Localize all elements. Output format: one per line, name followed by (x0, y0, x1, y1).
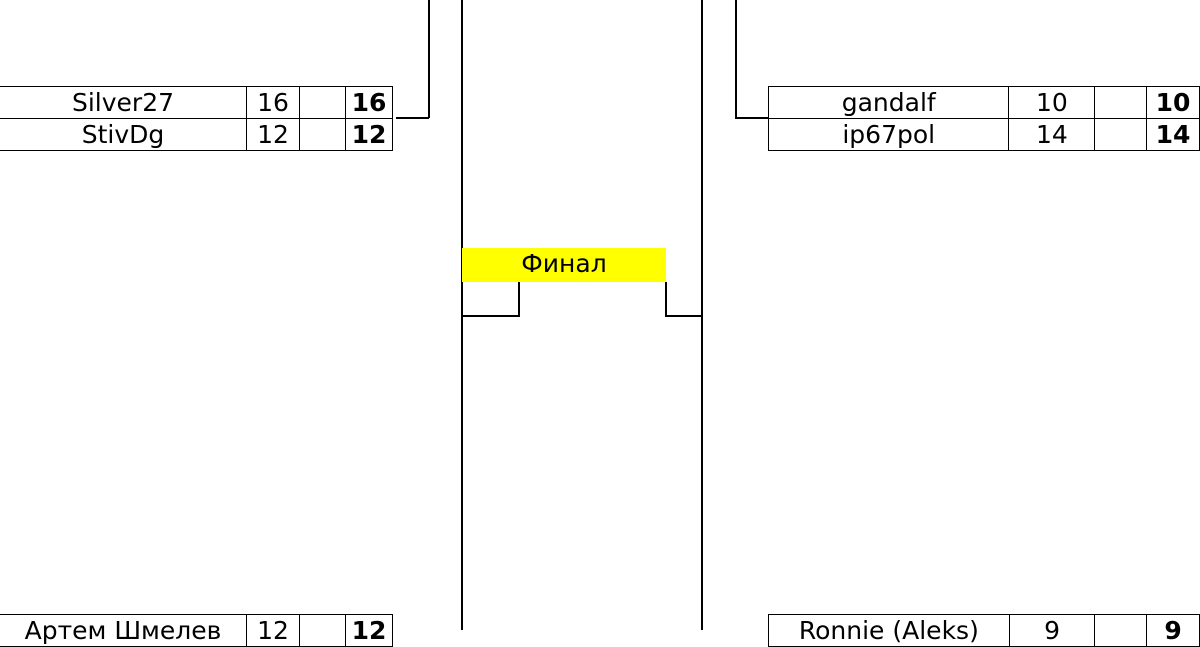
player-row: gandalf 10 10 (767, 86, 1200, 119)
bracket-line (735, 117, 769, 119)
player-extra (299, 614, 346, 647)
player-score: 12 (246, 118, 300, 151)
player-name: StivDg (0, 118, 247, 151)
player-extra (299, 86, 346, 119)
player-score: 16 (246, 86, 300, 119)
match-left-top: Silver27 16 16 StivDg 12 12 (0, 86, 393, 151)
bracket-line (665, 282, 667, 316)
player-total: 12 (345, 614, 393, 647)
player-name: Артем Шмелев (0, 614, 247, 647)
player-total: 9 (1146, 614, 1200, 647)
bracket-line (428, 0, 430, 118)
player-row: ip67pol 14 14 (767, 118, 1200, 151)
bracket-line (461, 315, 520, 317)
player-extra (299, 118, 346, 151)
bracket-line (735, 0, 737, 118)
player-extra (1094, 118, 1148, 151)
final-label: Финал (462, 248, 666, 282)
player-total: 12 (345, 118, 393, 151)
player-score: 9 (1009, 614, 1096, 647)
player-name: ip67pol (767, 118, 1010, 151)
player-total: 10 (1146, 86, 1200, 119)
player-row: Silver27 16 16 (0, 86, 393, 119)
player-total: 14 (1146, 118, 1200, 151)
player-row: Артем Шмелев 12 12 (0, 614, 393, 647)
player-score: 14 (1008, 118, 1096, 151)
player-score: 10 (1008, 86, 1096, 119)
match-right-bottom: Ronnie (Aleks) 9 9 (768, 614, 1200, 647)
player-row: Ronnie (Aleks) 9 9 (768, 614, 1200, 647)
bracket-line (518, 282, 520, 316)
player-total: 16 (345, 86, 393, 119)
player-name: Ronnie (Aleks) (768, 614, 1010, 647)
player-name: gandalf (767, 86, 1010, 119)
player-score: 12 (246, 614, 300, 647)
match-right-top: gandalf 10 10 ip67pol 14 14 (767, 86, 1200, 151)
bracket-line (396, 117, 429, 119)
player-extra (1094, 614, 1148, 647)
bracket-line (665, 315, 703, 317)
player-row: StivDg 12 12 (0, 118, 393, 151)
match-left-bottom: Артем Шмелев 12 12 (0, 614, 393, 647)
player-extra (1094, 86, 1148, 119)
player-name: Silver27 (0, 86, 247, 119)
